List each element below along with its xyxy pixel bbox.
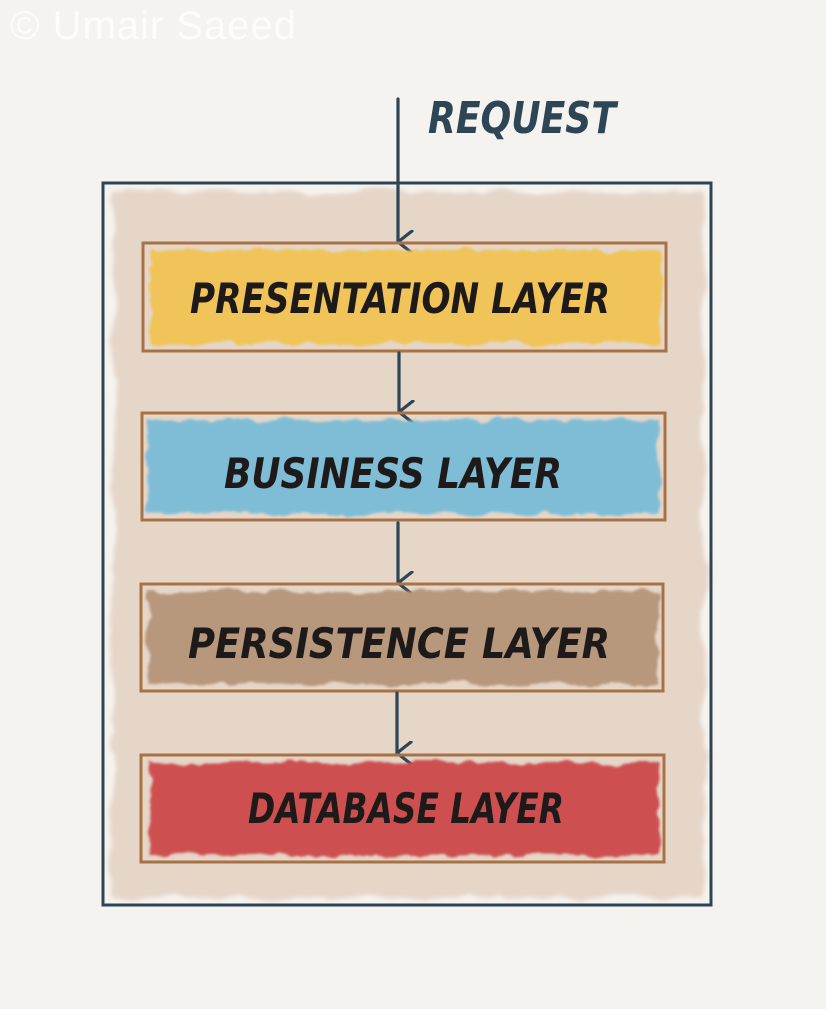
database-layer-box: DATABASE LAYER [139, 753, 666, 864]
persistence-layer-fill [148, 591, 658, 684]
business-layer-label: BUSINESS LAYER [224, 449, 562, 498]
request-label: REQUEST [428, 93, 618, 144]
database-layer-label: DATABASE LAYER [248, 784, 564, 833]
presentation-layer-box: PRESENTATION LAYER [141, 241, 668, 353]
database-layer-fill [150, 762, 660, 855]
business-layer-box: BUSINESS LAYER [140, 411, 667, 522]
database-layer-border [139, 753, 666, 864]
business-layer-border [140, 411, 667, 522]
persistence-layer-border [139, 582, 665, 693]
container-outline [101, 181, 713, 907]
presentation-layer-border [141, 241, 668, 353]
presentation-layer-fill [150, 250, 660, 344]
watermark: © Umair Saeed [10, 4, 298, 48]
persistence-layer-box: PERSISTENCE LAYER [139, 582, 665, 693]
business-layer-fill [147, 420, 659, 514]
persistence-layer-label: PERSISTENCE LAYER [188, 619, 610, 668]
presentation-layer-label: PRESENTATION LAYER [190, 274, 610, 323]
